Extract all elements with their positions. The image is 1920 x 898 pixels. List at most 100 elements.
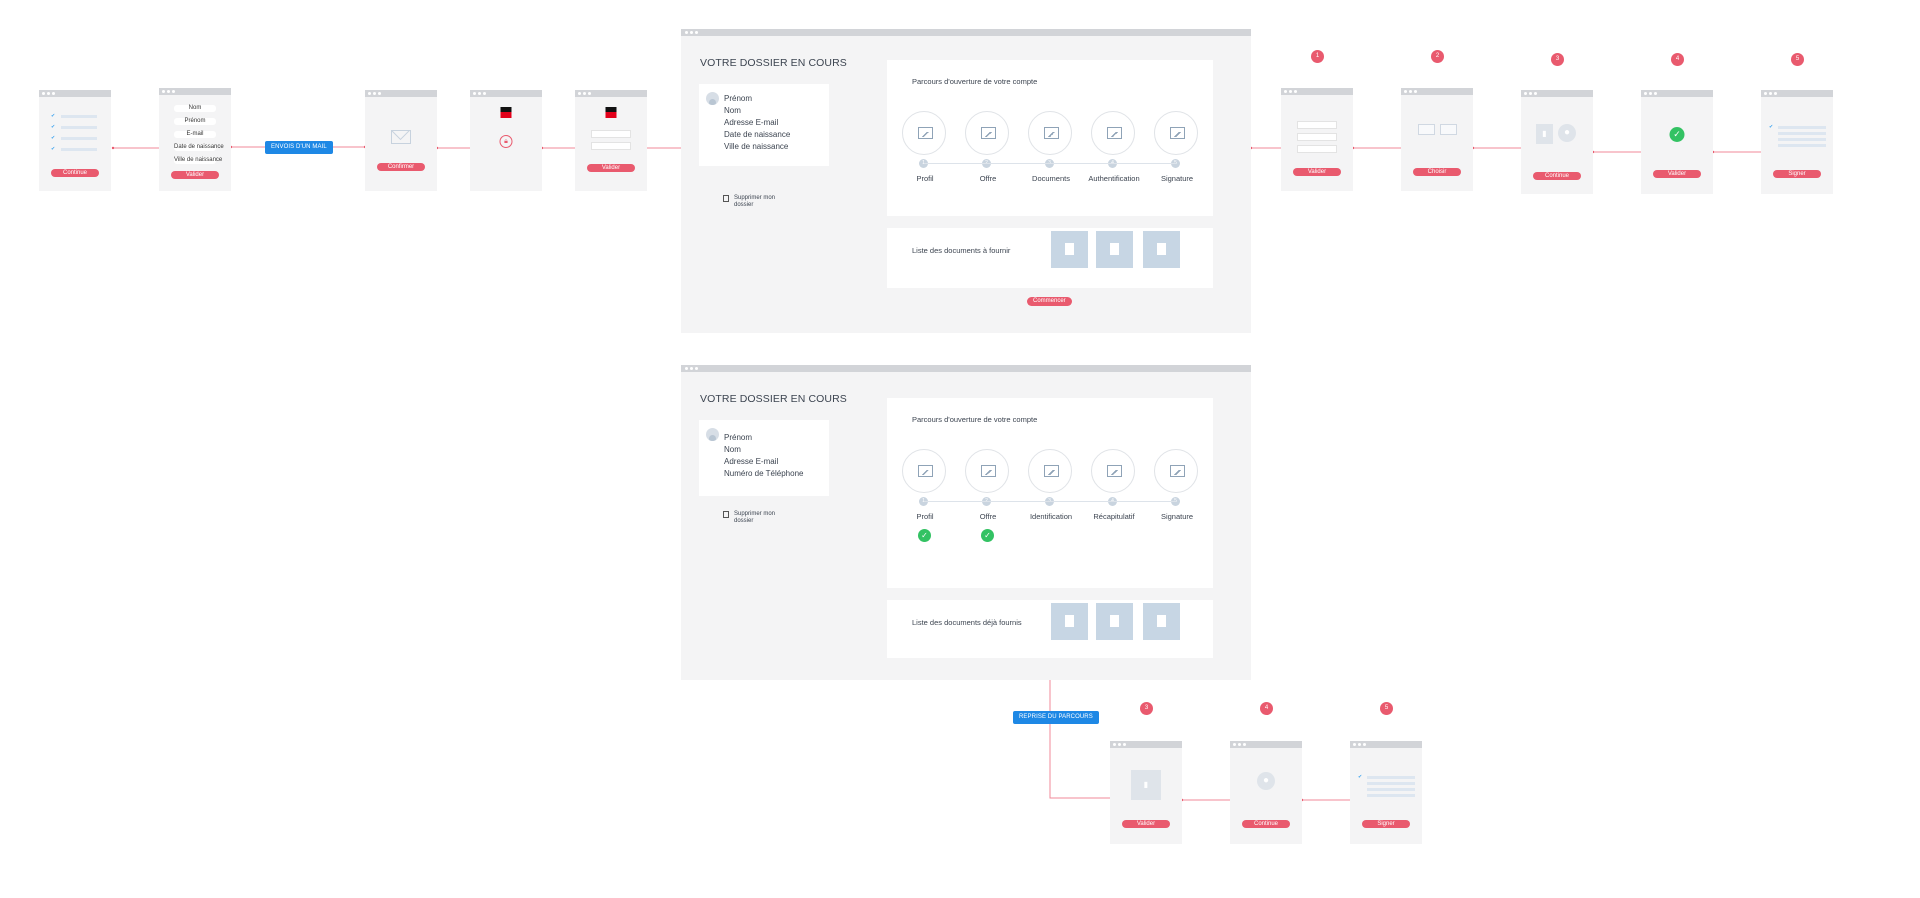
document-icon — [1096, 603, 1133, 640]
email-field[interactable]: E-mail — [174, 131, 216, 138]
journey-title: Parcours d'ouverture de votre compte — [912, 77, 1038, 86]
window-bar — [159, 88, 231, 95]
input-field[interactable] — [1297, 121, 1337, 129]
image-icon — [1107, 127, 1122, 139]
profile-line: Date de naissance — [724, 130, 791, 139]
window-bar — [575, 90, 647, 97]
journey-title: Parcours d'ouverture de votre compte — [912, 415, 1038, 424]
input-field[interactable] — [1297, 145, 1337, 153]
password-input[interactable] — [591, 142, 631, 150]
profile-line: Prénom — [724, 94, 753, 103]
step-label: Récapitulatif — [1093, 512, 1135, 521]
delete-dossier-link[interactable]: Supprimer mon dossier — [734, 195, 776, 208]
confirm-button[interactable]: Confirmer — [377, 163, 425, 171]
validate-button[interactable]: Valider — [587, 164, 635, 172]
image-icon — [1044, 127, 1059, 139]
step-label: Authentification — [1088, 174, 1140, 183]
screen-identity-form: Nom Prénom E-mail Date de naissance Vill… — [159, 88, 231, 191]
delete-dossier-link[interactable]: Supprimer mon dossier — [734, 511, 776, 524]
validate-button[interactable]: Valider — [171, 171, 219, 179]
image-icon — [1170, 465, 1185, 477]
validate-button[interactable]: Valider — [1293, 168, 1341, 176]
page-title: VOTRE DOSSIER EN COURS — [700, 57, 847, 69]
dossier-frame-1: VOTRE DOSSIER EN COURS Prénom Nom Adress… — [681, 29, 1251, 333]
step-circle — [1028, 111, 1072, 155]
offer-card-icon[interactable] — [1418, 124, 1435, 135]
document-icon — [1051, 231, 1088, 268]
profile-line: Prénom — [724, 433, 753, 442]
continue-button[interactable]: Continue — [1533, 172, 1581, 180]
journey-panel: Parcours d'ouverture de votre compte 1 P… — [887, 60, 1213, 216]
step-done-icon: ✓ — [981, 529, 994, 542]
login-input[interactable] — [591, 130, 631, 138]
continue-button[interactable]: Continue — [1242, 820, 1290, 828]
profile-line: Adresse E-mail — [724, 118, 779, 127]
window-bar — [1110, 741, 1182, 748]
screen-step-3: ▮ ● Continue — [1521, 90, 1593, 194]
contract-line — [1778, 132, 1826, 135]
contract-line — [1778, 144, 1826, 147]
document-icon: ▮ — [1536, 124, 1553, 144]
documents-panel: Liste des documents déjà fournis — [887, 600, 1213, 658]
step-circle — [965, 449, 1009, 493]
image-icon — [1107, 465, 1122, 477]
resume-journey-tag: REPRISE DU PARCOURS — [1013, 711, 1099, 724]
validate-button[interactable]: Valider — [1653, 170, 1701, 178]
trash-icon — [723, 195, 729, 202]
documents-panel: Liste des documents à fournir — [887, 228, 1213, 288]
document-icon: ▮ — [1131, 770, 1161, 800]
screen-checklist: ✔ ✔ ✔ ✔ Continue — [39, 90, 111, 191]
document-icon — [1096, 231, 1133, 268]
step-done-icon: ✓ — [918, 529, 931, 542]
profile-details: Prénom Nom Adresse E-mail Numéro de Télé… — [724, 432, 803, 480]
offer-card-icon[interactable] — [1440, 124, 1457, 135]
birth-city-field[interactable]: Ville de naissance — [174, 157, 223, 164]
continue-button[interactable]: Continue — [51, 169, 99, 177]
step-badge: 2 — [1431, 50, 1444, 63]
screen-step-5: ✔ Signer — [1761, 90, 1833, 194]
input-field[interactable] — [1297, 133, 1337, 141]
image-icon — [981, 127, 996, 139]
mail-sent-tag: ENVOIS D'UN MAIL — [265, 141, 333, 154]
validate-button[interactable]: Valider — [1122, 820, 1170, 828]
profile-line: Nom — [724, 106, 741, 115]
avatar-icon — [706, 428, 719, 441]
contract-line — [1778, 138, 1826, 141]
contract-line — [1778, 126, 1826, 129]
step-badge: 3 — [1140, 702, 1153, 715]
birth-date-field[interactable]: Date de naissance — [174, 144, 224, 151]
step-circle — [1091, 111, 1135, 155]
step-circle — [902, 111, 946, 155]
screen-password: Valider — [575, 90, 647, 191]
prenom-field[interactable]: Prénom — [174, 118, 216, 125]
bank-logo-icon — [500, 107, 512, 118]
documents-title: Liste des documents déjà fournis — [912, 618, 1022, 627]
sign-button[interactable]: Signer — [1773, 170, 1821, 178]
sign-button[interactable]: Signer — [1362, 820, 1410, 828]
trash-icon — [723, 511, 729, 518]
screen-step-2: Choisir — [1401, 88, 1473, 191]
profile-details: Prénom Nom Adresse E-mail Date de naissa… — [724, 93, 790, 153]
step-number: 1 — [919, 159, 928, 168]
contract-line — [1367, 776, 1415, 779]
list-line — [61, 148, 97, 151]
start-button[interactable]: Commencer — [1027, 297, 1072, 306]
choose-button[interactable]: Choisir — [1413, 168, 1461, 176]
list-line — [61, 115, 97, 118]
screen-resume-5: ✔ Signer — [1350, 741, 1422, 844]
step-badge: 4 — [1671, 53, 1684, 66]
profile-line: Ville de naissance — [724, 142, 789, 151]
step-label: Identification — [1029, 512, 1073, 521]
nom-field[interactable]: Nom — [174, 105, 216, 112]
step-circle — [1154, 111, 1198, 155]
step-circle — [965, 111, 1009, 155]
contract-line — [1367, 782, 1415, 785]
check-icon: ✔ — [1358, 774, 1363, 780]
step-label: Offre — [979, 512, 997, 521]
step-badge: 1 — [1311, 50, 1324, 63]
profile-line: Adresse E-mail — [724, 457, 779, 466]
image-icon — [1170, 127, 1185, 139]
step-circle — [1154, 449, 1198, 493]
step-badge: 4 — [1260, 702, 1273, 715]
profile-card: Prénom Nom Adresse E-mail Numéro de Télé… — [699, 420, 829, 496]
